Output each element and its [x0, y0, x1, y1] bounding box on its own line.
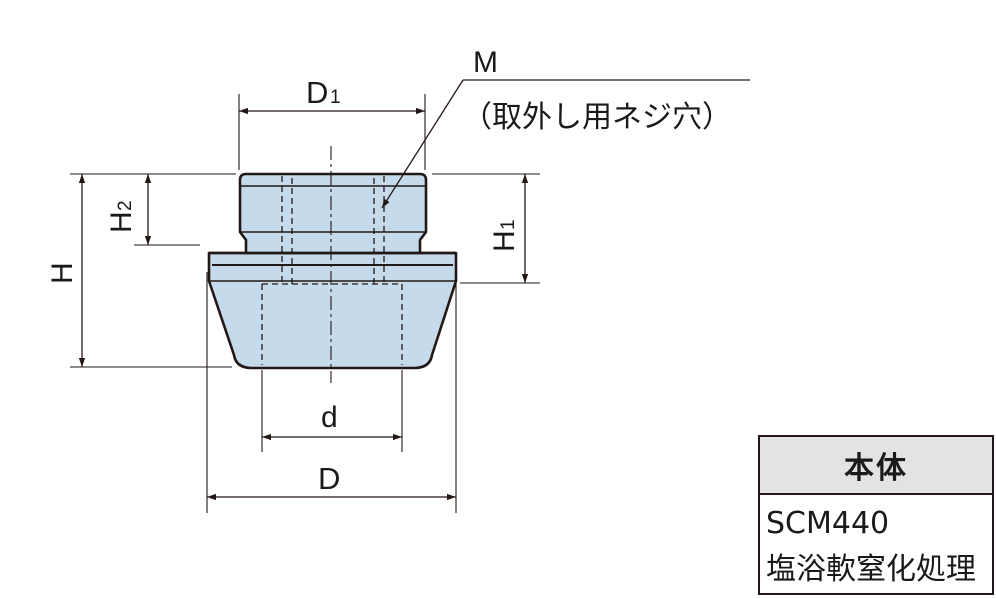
material-spec-table: 本体 SCM440 塩浴軟窒化処理 — [758, 435, 994, 595]
dimension-h2: H 2 — [70, 173, 236, 246]
dimension-h: H — [46, 174, 232, 368]
d-small-label: d — [321, 401, 338, 434]
leader-m: M （取外し用ネジ穴） — [381, 46, 750, 209]
dimension-d-small: d — [261, 370, 403, 452]
treatment-value: 塩浴軟窒化処理 — [766, 552, 976, 587]
h1-label: H — [488, 230, 521, 252]
dimension-d-big: D — [206, 272, 457, 513]
d-big-label: D — [318, 461, 340, 496]
material-value: SCM440 — [766, 506, 890, 541]
part-body — [207, 172, 458, 370]
lower-cone — [207, 251, 458, 370]
d1-label: D — [306, 75, 328, 110]
dimension-d1: D 1 — [238, 75, 426, 170]
h1-subscript: 1 — [498, 219, 519, 230]
h-label: H — [46, 262, 79, 284]
spec-table-body: SCM440 塩浴軟窒化処理 — [760, 495, 992, 593]
hidden-lines — [261, 176, 403, 365]
spec-table-header: 本体 — [760, 437, 992, 495]
dimension-h1: H 1 — [432, 173, 540, 284]
m-note: （取外し用ネジ穴） — [462, 101, 732, 134]
m-label: M — [473, 46, 498, 79]
h2-subscript: 2 — [115, 200, 136, 211]
d1-subscript: 1 — [330, 87, 341, 108]
h2-label: H — [105, 211, 138, 233]
